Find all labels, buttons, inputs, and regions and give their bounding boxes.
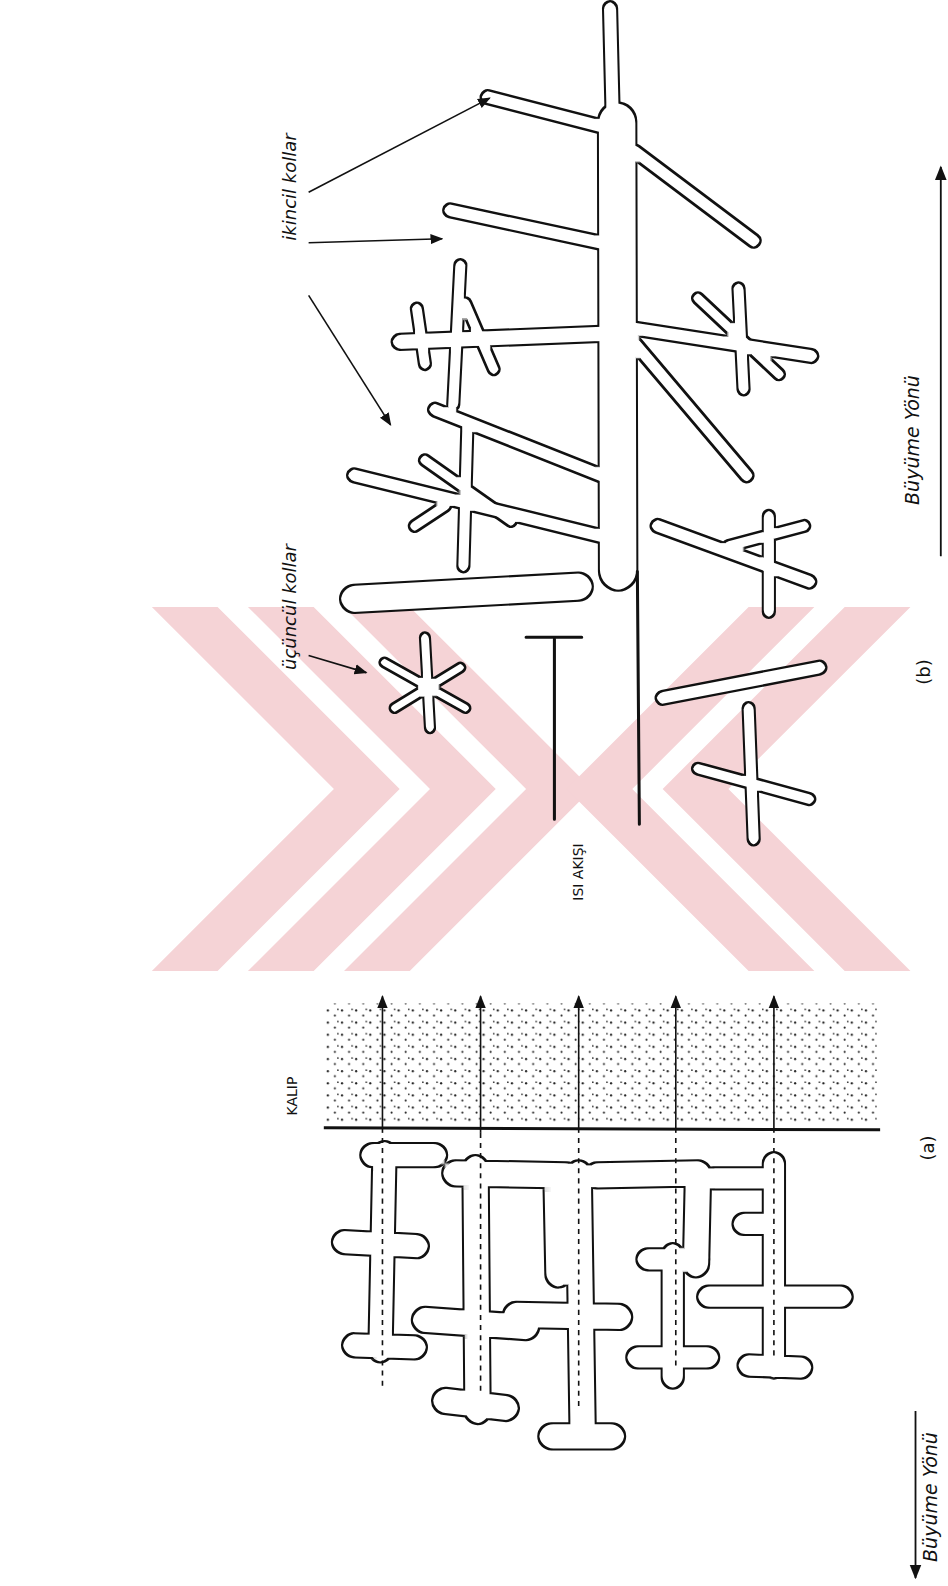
annotation-label: üçüncül kollar	[280, 541, 300, 673]
annotation-label: Büyüme Yönü	[920, 1429, 941, 1565]
annotation-label: ikincil kollar	[280, 130, 300, 243]
annotation-label: Büyüme Yönü	[902, 372, 923, 508]
annotation-label: ISI AKIŞI	[570, 840, 586, 904]
annotation-label: (b)	[914, 656, 934, 687]
annotation-label: (a)	[918, 1132, 938, 1163]
annotation-label: KALIP	[284, 1074, 300, 1119]
